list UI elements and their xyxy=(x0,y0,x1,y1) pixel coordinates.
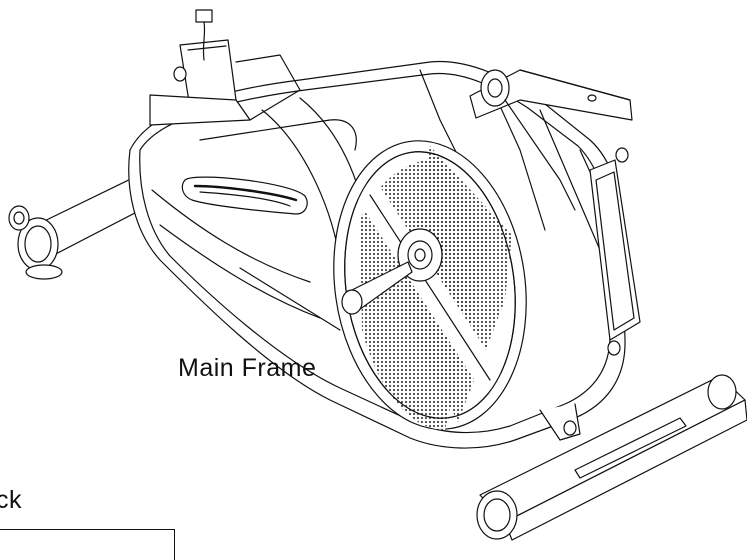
rear-stabilizer xyxy=(8,171,161,280)
front-stabilizer xyxy=(476,374,747,541)
side-handle xyxy=(589,147,641,356)
crank-arm xyxy=(341,228,443,315)
flywheel xyxy=(333,140,527,430)
console-mast xyxy=(149,9,301,126)
label-box xyxy=(0,529,175,560)
main-frame-label: Main Frame xyxy=(178,354,317,382)
partial-label-cropped: ck xyxy=(0,486,22,514)
seat-post-assembly xyxy=(469,69,633,211)
